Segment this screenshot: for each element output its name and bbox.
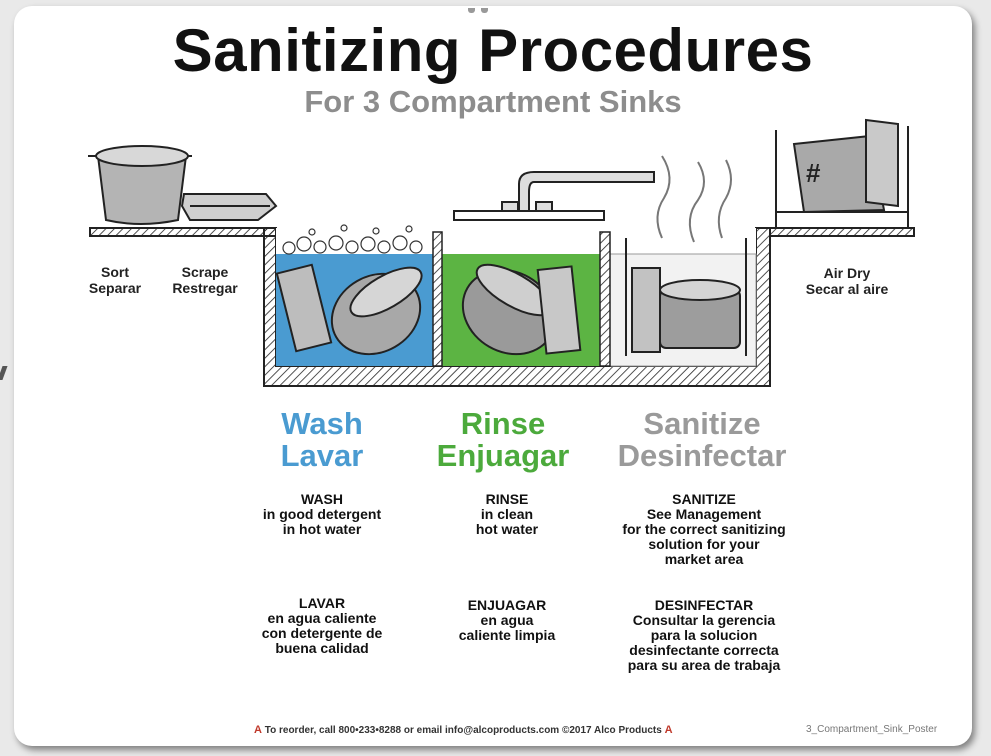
sink-divider-2 <box>599 231 611 367</box>
reorder-text: To reorder, call 800•233•8288 or email i… <box>264 725 662 736</box>
edge-mark <box>0 366 8 380</box>
rinse-items <box>461 263 582 356</box>
sort-pot <box>88 145 192 225</box>
poster: Sanitizing Procedures For 3 Compartment … <box>14 6 972 746</box>
poster-title: Sanitizing Procedures <box>172 17 814 84</box>
counter-right <box>769 227 915 237</box>
faucet <box>453 171 655 221</box>
steam <box>656 155 732 243</box>
poster-subtitle: For 3 Compartment Sinks <box>304 84 682 119</box>
suds <box>282 224 423 255</box>
poster-code: 3_Compartment_Sink_Poster <box>806 724 938 735</box>
sink-divider-1 <box>432 231 443 367</box>
counter-left <box>89 227 277 237</box>
sink-illustration: # <box>88 118 915 387</box>
wash-items <box>275 263 423 356</box>
top-edge-mark <box>468 0 508 13</box>
sanitize-items <box>625 238 747 356</box>
svg-text:#: # <box>806 158 821 188</box>
alco-logo-icon-right: A <box>664 724 673 736</box>
reorder-footer: A To reorder, call 800•233•8288 or email… <box>254 724 673 736</box>
alco-logo-icon: A <box>254 724 262 736</box>
scrape-tray <box>180 193 278 221</box>
drying-rack: # <box>775 118 909 228</box>
